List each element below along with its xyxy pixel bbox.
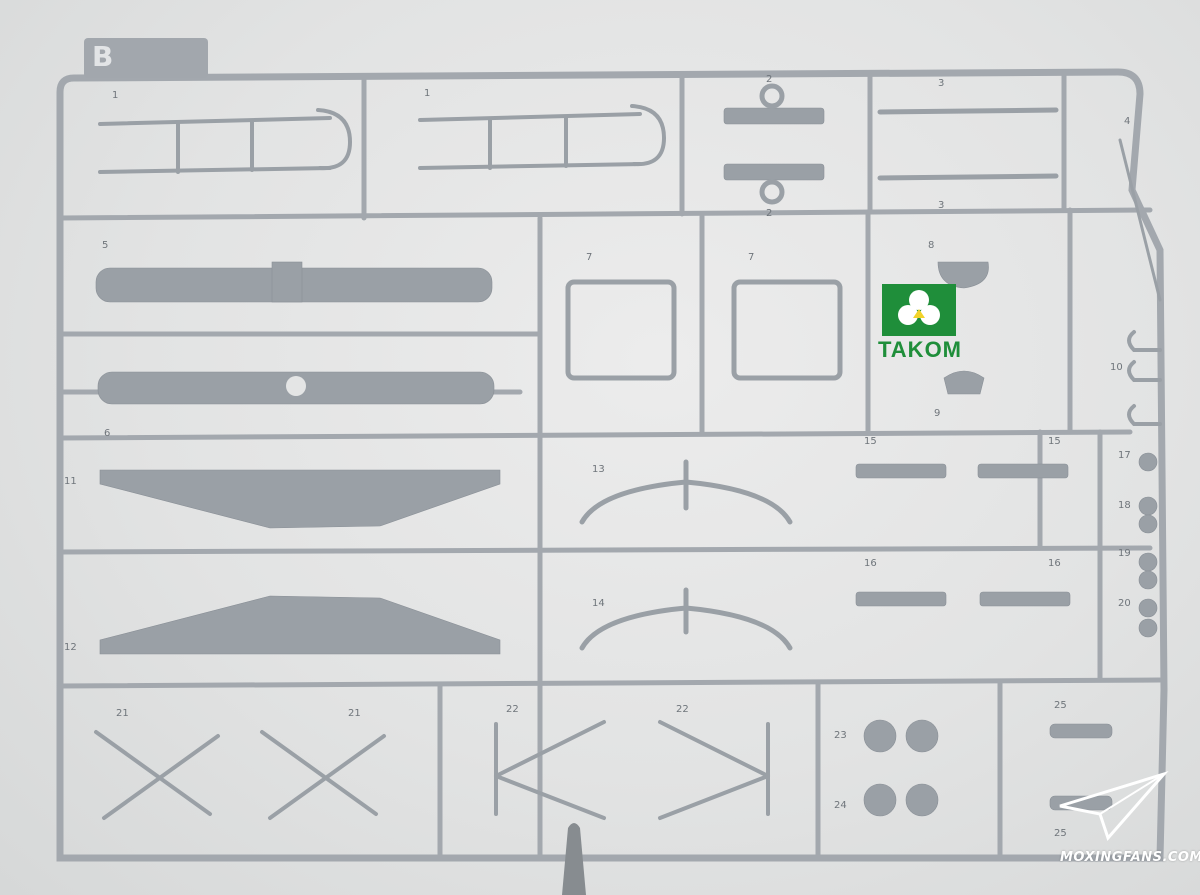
tweezer-tip bbox=[562, 823, 586, 895]
part-number: 21 bbox=[116, 708, 129, 719]
part-21-crosses bbox=[94, 730, 386, 820]
part-23-24-discs bbox=[863, 719, 939, 817]
part-number: 21 bbox=[348, 708, 361, 719]
sprue-letter: B bbox=[92, 40, 113, 73]
part-number: 22 bbox=[676, 704, 689, 715]
part-7-frames bbox=[565, 279, 843, 381]
part-number: 14 bbox=[592, 598, 605, 609]
part-5-beam bbox=[95, 261, 493, 303]
vertical-runners bbox=[361, 71, 1103, 861]
part-10-hooks bbox=[1127, 330, 1162, 426]
part-number: 2 bbox=[766, 74, 772, 85]
part-22-frames bbox=[494, 720, 770, 820]
part-number: 20 bbox=[1118, 598, 1131, 609]
part-1-ladders bbox=[98, 104, 667, 174]
part-number: 3 bbox=[938, 200, 944, 211]
part-number: 6 bbox=[104, 428, 110, 439]
brand-logo-icon bbox=[882, 284, 956, 336]
watermark-text: MOXINGFANS.COM bbox=[1060, 850, 1200, 865]
part-number: 3 bbox=[938, 78, 944, 89]
outer-runner bbox=[56, 68, 1168, 862]
part-number: 13 bbox=[592, 464, 605, 475]
part-number: 16 bbox=[864, 558, 877, 569]
part-11-plate bbox=[99, 469, 501, 529]
part-number: 2 bbox=[766, 208, 772, 219]
part-17-20-wheels bbox=[1138, 452, 1158, 638]
sprue-tag bbox=[84, 38, 208, 78]
part-number: 22 bbox=[506, 704, 519, 715]
part-number: 5 bbox=[102, 240, 108, 251]
part-number: 9 bbox=[934, 408, 940, 419]
part-number: 4 bbox=[1124, 116, 1130, 127]
part-8-9-plates bbox=[937, 261, 989, 395]
part-number-labels: 1 1 2 2 3 3 4 5 6 7 7 8 9 10 11 12 13 14… bbox=[64, 74, 1131, 839]
part-12-plate bbox=[99, 595, 501, 655]
part-number: 23 bbox=[834, 730, 847, 741]
part-number: 10 bbox=[1110, 362, 1123, 373]
part-13-14-arches bbox=[579, 459, 793, 651]
part-number: 12 bbox=[64, 642, 77, 653]
part-number: 16 bbox=[1048, 558, 1061, 569]
part-number: 15 bbox=[864, 436, 877, 447]
part-number: 15 bbox=[1048, 436, 1061, 447]
part-number: 7 bbox=[748, 252, 754, 263]
part-number: 7 bbox=[586, 252, 592, 263]
part-6-beam bbox=[97, 371, 495, 405]
part-number: 25 bbox=[1054, 828, 1067, 839]
paper-plane-icon bbox=[1059, 771, 1169, 841]
part-number: 19 bbox=[1118, 548, 1131, 559]
part-number: 17 bbox=[1118, 450, 1131, 461]
part-number: 24 bbox=[834, 800, 847, 811]
brand-name: TAKOM bbox=[877, 337, 963, 362]
part-2-3 bbox=[723, 83, 1059, 205]
part-number: 25 bbox=[1054, 700, 1067, 711]
part-4-rod bbox=[1118, 138, 1162, 302]
part-number: 18 bbox=[1118, 500, 1131, 511]
part-15-16-brackets bbox=[855, 463, 1071, 607]
part-number: 1 bbox=[424, 88, 430, 99]
part-number: 8 bbox=[928, 240, 934, 251]
part-number: 1 bbox=[112, 90, 118, 101]
part-number: 11 bbox=[64, 476, 77, 487]
